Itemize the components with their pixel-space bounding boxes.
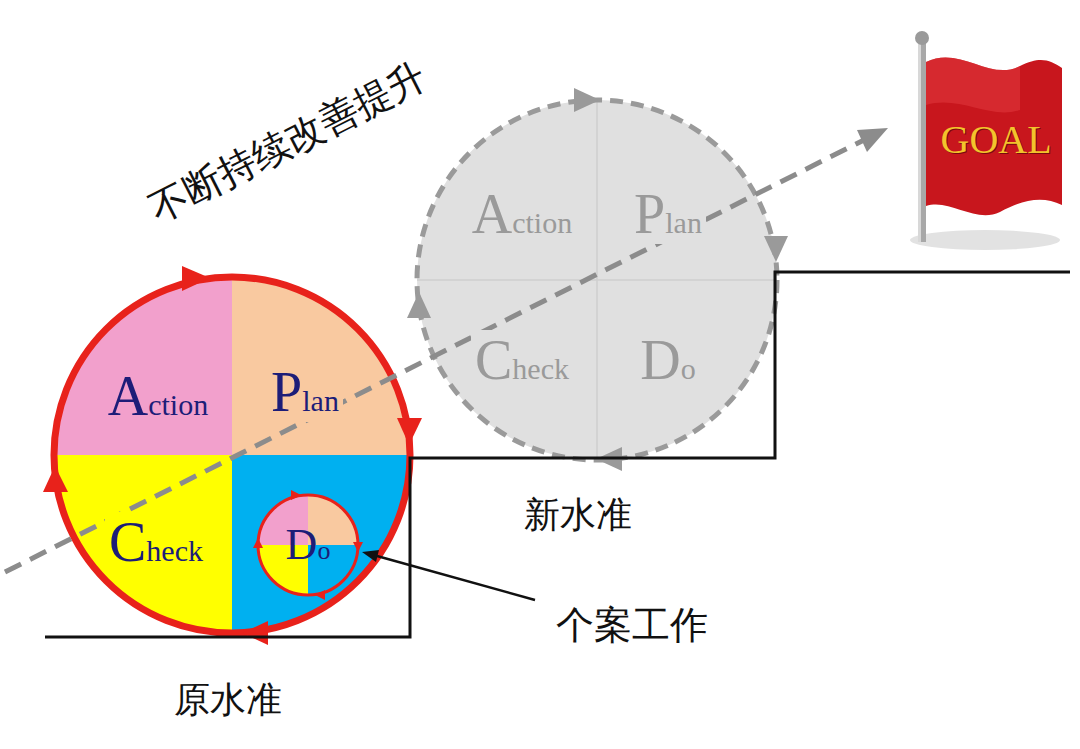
small-cycle-arrowhead	[315, 590, 325, 600]
level-label-holder: 新水准	[524, 497, 632, 533]
level-label: 原水准	[174, 682, 282, 718]
plan-label-box: Plan	[267, 362, 343, 422]
quadrant-label: Check	[105, 512, 207, 572]
cycle-arrowhead	[764, 236, 788, 262]
flag-cloth	[926, 57, 1062, 215]
next-cycle-ring	[417, 100, 777, 460]
level-label: 新水准	[524, 497, 632, 533]
quadrant-label: Action	[104, 366, 212, 426]
plan-label-box: Plan	[630, 184, 706, 244]
callout-label-holder: 个案工作	[556, 606, 708, 644]
action-label-box: Action	[104, 366, 212, 426]
next-cycle	[407, 88, 788, 471]
cycle-arrowhead	[182, 266, 210, 291]
small-cycle-ring	[258, 495, 358, 595]
trend-arrow	[5, 140, 864, 572]
quadrant-label: Plan	[630, 184, 706, 244]
improvement-caption: 不断持续改善提升	[144, 56, 432, 228]
quadrant-label: Action	[468, 184, 576, 244]
small-cycle-text-holder: Do	[253, 490, 363, 600]
case-work-cycle: Do	[253, 490, 363, 600]
callout-label: 个案工作	[556, 606, 708, 644]
cycle-arrowhead	[407, 292, 431, 318]
divider	[417, 279, 777, 281]
next-cycle-disc	[417, 100, 777, 460]
leader-arrowhead	[362, 550, 379, 562]
action-label-box: Action	[468, 184, 576, 244]
current-cycle-ring	[54, 277, 410, 633]
flag-shadow	[910, 230, 1060, 250]
flag-ball	[915, 31, 929, 45]
small-cycle-arrowhead	[353, 542, 363, 552]
goal-text-holder: GOAL	[941, 120, 1052, 160]
trend-arrowhead	[857, 128, 888, 152]
cycle-arrowhead	[574, 88, 600, 112]
cycle-arrowhead	[242, 621, 268, 645]
check-label-box: Check	[471, 330, 573, 390]
leader-line	[377, 556, 535, 600]
check-label-box: Check	[105, 512, 207, 572]
cycle-arrowhead	[43, 466, 68, 492]
flag-highlight	[926, 57, 1020, 112]
goal-text: GOAL	[941, 120, 1052, 160]
small-cycle-arrowhead	[291, 490, 301, 500]
quadrant-label: Plan	[267, 362, 343, 422]
cycle-arrowhead	[397, 418, 422, 445]
level-staircase	[45, 272, 1070, 637]
flag-pole	[918, 42, 926, 242]
improvement-caption-holder: 不断持续改善提升	[144, 56, 432, 228]
small-cycle-arrowhead	[253, 538, 263, 548]
quadrant-label: Do	[636, 330, 699, 390]
goal-flag	[910, 31, 1062, 250]
quadrant-label: Check	[471, 330, 573, 390]
flag-pole-shine	[918, 42, 921, 242]
do-label-box: Do	[636, 330, 699, 390]
quadrant-label: Do	[286, 523, 331, 567]
level-label-holder: 原水准	[174, 682, 282, 718]
